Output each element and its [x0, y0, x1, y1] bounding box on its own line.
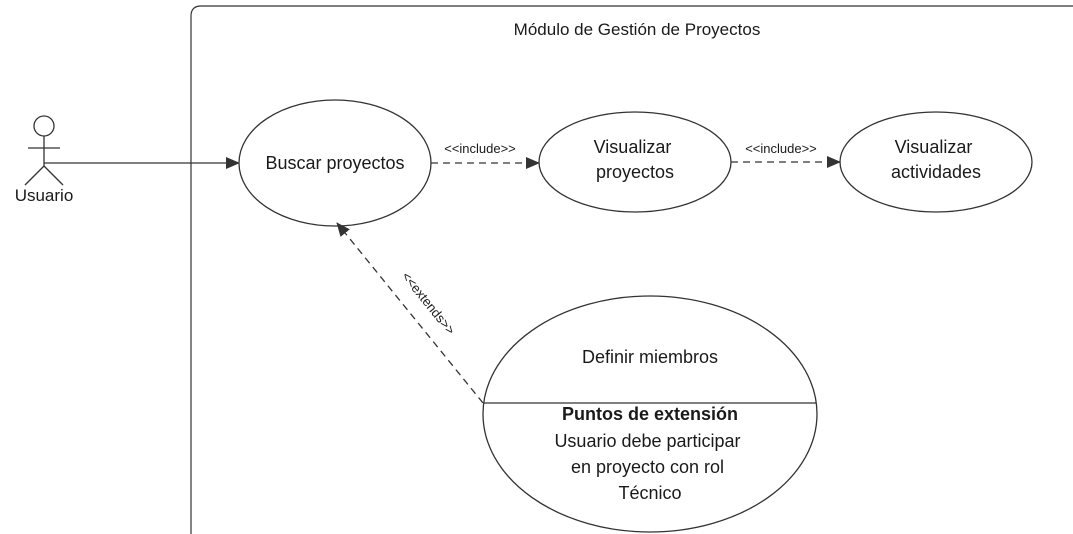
use-case-visualizar-proyectos[interactable]: Visualizar proyectos — [538, 111, 732, 213]
actor-left-leg — [24, 165, 45, 186]
include-label-1: <<include>> — [444, 141, 516, 156]
use-case-ellipse — [482, 295, 818, 533]
actor-name: Usuario — [15, 186, 74, 205]
use-case-label: Visualizar proyectos — [594, 137, 677, 182]
actor-head — [33, 115, 55, 137]
extends-label: <<extends>> — [399, 269, 458, 337]
use-case-label: Visualizar actividades — [891, 137, 981, 182]
use-case-label-line-2: proyectos — [596, 162, 674, 182]
use-case-label-line-1: Visualizar — [895, 137, 973, 157]
use-case-definir-miembros[interactable]: Definir miembros Puntos de extensión Usu… — [482, 295, 818, 533]
extension-points-heading: Puntos de extensión — [562, 404, 738, 424]
system-title: Módulo de Gestión de Proyectos — [514, 20, 761, 39]
extension-point-line-2: en proyecto con rol — [571, 457, 724, 477]
actor-usuario[interactable]: Usuario — [15, 115, 74, 205]
use-case-label: Buscar proyectos — [265, 153, 404, 173]
system-boundary: Módulo de Gestión de Proyectos — [190, 5, 1073, 534]
use-case-visualizar-actividades[interactable]: Visualizar actividades — [839, 111, 1033, 213]
use-case-buscar-proyectos[interactable]: Buscar proyectos — [238, 99, 432, 227]
extension-point-line-1: Usuario debe participar — [554, 431, 740, 451]
use-case-label-line-1: Visualizar — [594, 137, 672, 157]
extension-point-line-3: Técnico — [618, 483, 681, 503]
use-case-label-line-2: actividades — [891, 162, 981, 182]
actor-right-leg — [43, 165, 64, 186]
extends-arrow — [336, 222, 484, 404]
use-case-label: Definir miembros — [582, 347, 718, 367]
include-label-2: <<include>> — [745, 141, 817, 156]
extension-points-text: Usuario debe participar en proyecto con … — [554, 431, 745, 503]
